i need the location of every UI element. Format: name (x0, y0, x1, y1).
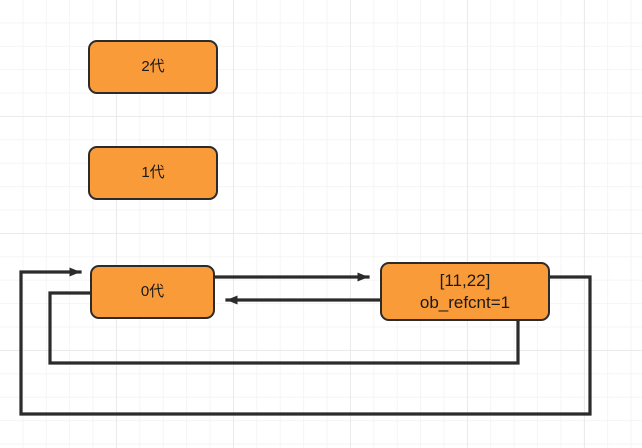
node-generation-0-label: 0代 (140, 282, 165, 300)
node-generation-1[interactable]: 1代 (88, 146, 218, 200)
node-generation-1-label: 1代 (141, 163, 165, 181)
node-generation-0[interactable]: 0代 (90, 265, 215, 319)
node-object-value-label: [11,22] (439, 271, 491, 291)
node-object-refcnt-label: ob_refcnt=1 (419, 292, 511, 312)
node-generation-2-label: 2代 (141, 57, 165, 75)
node-object-refcount[interactable]: [11,22] ob_refcnt=1 (380, 262, 550, 321)
node-generation-2[interactable]: 2代 (88, 40, 218, 94)
edge-object-loop-outer (19, 267, 592, 416)
